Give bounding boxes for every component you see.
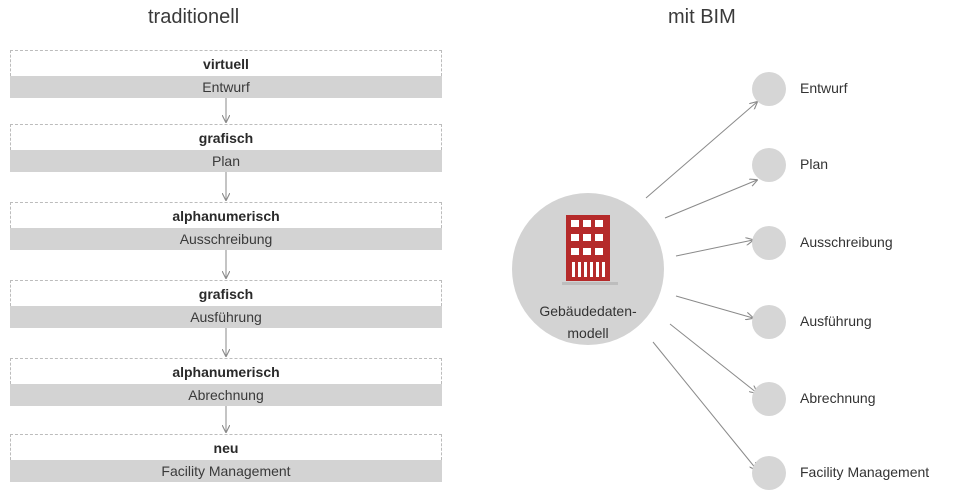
phase-node-ausschreibung	[752, 226, 786, 260]
heading-traditionell: traditionell	[148, 6, 240, 28]
phase-label-entwurf: Entwurf	[800, 80, 848, 96]
traditional-stage-5: alphanumerisch Abrechnung	[10, 358, 442, 406]
traditional-stage-1: virtuell Entwurf	[10, 50, 442, 98]
traditional-stage-4: grafisch Ausführung	[10, 280, 442, 328]
stage-phase-label: Ausführung	[10, 306, 442, 328]
phase-node-entwurf	[752, 72, 786, 106]
phase-node-ausfuehrung	[752, 305, 786, 339]
phase-node-abrechnung	[752, 382, 786, 416]
building-data-model-hub: Gebäudedaten- modell	[512, 193, 664, 345]
radial-arrow	[652, 341, 757, 470]
stage-phase-label: Entwurf	[10, 76, 442, 98]
phase-node-facility-management	[752, 456, 786, 490]
stage-phase-label: Ausschreibung	[10, 228, 442, 250]
traditional-stage-2: grafisch Plan	[10, 124, 442, 172]
stage-type-label: grafisch	[10, 124, 442, 150]
stage-phase-label: Facility Management	[10, 460, 442, 482]
heading-mit-bim: mit BIM	[668, 6, 736, 28]
traditional-stage-6: neu Facility Management	[10, 434, 442, 482]
phase-label-ausfuehrung: Ausführung	[800, 313, 872, 329]
phase-label-abrechnung: Abrechnung	[800, 390, 876, 406]
radial-arrow	[675, 295, 753, 318]
phase-label-ausschreibung: Ausschreibung	[800, 234, 893, 250]
stage-type-label: neu	[10, 434, 442, 460]
phase-node-plan	[752, 148, 786, 182]
hub-label-line2: modell	[567, 325, 609, 341]
radial-arrow	[669, 323, 757, 393]
building-icon	[562, 215, 618, 285]
radial-arrow	[675, 240, 753, 257]
radial-arrow	[645, 102, 757, 199]
traditional-stage-3: alphanumerisch Ausschreibung	[10, 202, 442, 250]
stage-type-label: grafisch	[10, 280, 442, 306]
stage-type-label: alphanumerisch	[10, 358, 442, 384]
stage-type-label: alphanumerisch	[10, 202, 442, 228]
hub-label-line1: Gebäudedaten-	[539, 303, 637, 319]
stage-phase-label: Abrechnung	[10, 384, 442, 406]
phase-label-plan: Plan	[800, 156, 829, 172]
radial-arrow	[664, 180, 757, 219]
hub-label: Gebäudedaten- modell	[512, 300, 664, 344]
stage-type-label: virtuell	[10, 50, 442, 76]
phase-label-facility-management: Facility Management	[800, 464, 930, 480]
stage-phase-label: Plan	[10, 150, 442, 172]
